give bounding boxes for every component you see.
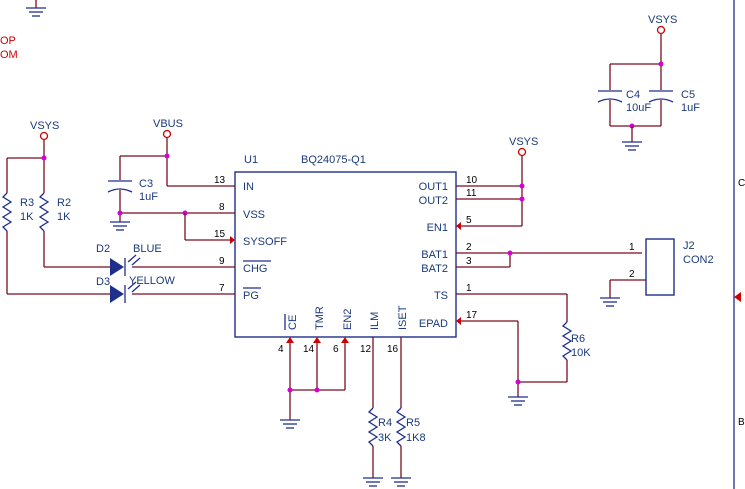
pin-num-7: 7	[219, 283, 225, 294]
pin-name-sysoff: SYSOFF	[243, 236, 287, 248]
pin-name-out2: OUT2	[419, 195, 448, 207]
pin-num-4: 4	[278, 344, 284, 355]
vsys-left-label: VSYS	[30, 120, 59, 132]
resistor-r5	[395, 407, 407, 447]
r6-value: 10K	[571, 347, 591, 359]
ground-symbol-r4	[363, 477, 383, 487]
r2-value: 1K	[57, 211, 71, 223]
sheet-zone-b: B	[738, 417, 745, 428]
resistor-r3	[1, 192, 13, 232]
r4-ref: R4	[378, 417, 392, 429]
vsys-mid-label: VSYS	[509, 136, 538, 148]
pin-num-9: 9	[219, 256, 225, 267]
d3-value: YELLOW	[129, 275, 175, 287]
partial-ground-top	[26, 0, 46, 17]
pin-num-1: 1	[466, 283, 472, 294]
c5-ref: C5	[681, 89, 695, 101]
capacitor-c3	[107, 180, 133, 193]
vsys-power-port-left	[39, 131, 49, 193]
j2-value: CON2	[683, 254, 714, 266]
c3-value: 1uF	[139, 191, 158, 203]
vbus-power-port	[162, 129, 172, 186]
sheet-marker-arrow	[734, 292, 741, 302]
pin-name-iset: ISET	[397, 305, 409, 330]
vsys-power-port-right	[656, 25, 666, 90]
r4-value: 3K	[378, 432, 392, 444]
pin-name-vss: VSS	[243, 209, 265, 221]
pin-num-12: 12	[360, 344, 372, 355]
connector-j2	[645, 238, 675, 296]
pin-name-bat2: BAT2	[421, 263, 448, 275]
pin-num-2: 2	[466, 242, 472, 253]
d3-ref: D3	[96, 276, 110, 288]
pin-num-15: 15	[214, 229, 226, 240]
j2-pin2: 2	[629, 269, 635, 280]
vsys-power-port-mid	[517, 147, 527, 226]
pin-num-6: 6	[333, 344, 339, 355]
c5-value: 1uF	[681, 102, 700, 114]
ground-symbol-r5	[391, 477, 411, 487]
pin-num-13: 13	[214, 175, 226, 186]
pin-num-14: 14	[303, 344, 315, 355]
led-d2	[110, 254, 141, 276]
pin-name-pg: PG	[243, 290, 259, 302]
pin-name-ce: CE	[287, 315, 299, 330]
pin-num-10: 10	[466, 175, 478, 186]
pin-name-tmr: TMR	[314, 306, 326, 330]
ground-symbol-c3	[110, 221, 130, 231]
c3-ref: C3	[139, 178, 153, 190]
ground-symbol-epad	[508, 396, 528, 406]
pin-name-epad: EPAD	[419, 318, 448, 330]
vsys-right-label: VSYS	[648, 14, 677, 26]
pin-num-8: 8	[219, 202, 225, 213]
j2-pin1: 1	[629, 242, 635, 253]
j2-ref: J2	[683, 240, 695, 252]
pin-name-out1: OUT1	[419, 181, 448, 193]
resistor-r4	[367, 407, 379, 447]
resistor-r6	[561, 321, 573, 361]
pin-name-ts: TS	[434, 290, 448, 302]
pin-num-11: 11	[466, 188, 477, 199]
partial-label-op: OP	[0, 35, 16, 47]
r5-ref: R5	[406, 417, 420, 429]
pin-name-chg: CHG	[243, 263, 267, 275]
pin-name-in: IN	[243, 181, 254, 193]
pin-name-ilm: ILM	[369, 312, 381, 330]
vbus-label: VBUS	[153, 118, 183, 130]
pin-num-3: 3	[466, 256, 472, 267]
pin-num-5: 5	[466, 215, 472, 226]
r3-ref: R3	[20, 197, 34, 209]
r6-ref: R6	[571, 333, 585, 345]
d2-ref: D2	[96, 243, 110, 255]
ground-symbol-c4c5	[622, 141, 642, 151]
sheet-zone-c: C	[738, 178, 745, 189]
led-d3	[110, 281, 141, 303]
ground-symbol-ce	[280, 419, 300, 429]
pin-num-16: 16	[387, 344, 399, 355]
ground-symbol-j2	[600, 297, 620, 307]
u1-body	[234, 171, 457, 338]
r5-value: 1K8	[406, 432, 426, 444]
pin-num-17: 17	[466, 310, 478, 321]
pin-name-en1: EN1	[427, 222, 448, 234]
partial-label-om: OM	[0, 49, 18, 61]
u1-part: BQ24075-Q1	[301, 154, 366, 166]
d2-value: BLUE	[133, 243, 162, 255]
pin-name-bat1: BAT1	[421, 249, 448, 261]
c4-ref: C4	[626, 89, 640, 101]
capacitor-c5	[648, 90, 674, 103]
pin-name-en2: EN2	[342, 309, 354, 330]
resistor-r2	[38, 192, 50, 232]
r3-value: 1K	[20, 211, 34, 223]
u1-ref: U1	[244, 154, 258, 166]
capacitor-c4	[597, 90, 623, 103]
c4-value: 10uF	[626, 102, 651, 114]
r2-ref: R2	[57, 197, 71, 209]
